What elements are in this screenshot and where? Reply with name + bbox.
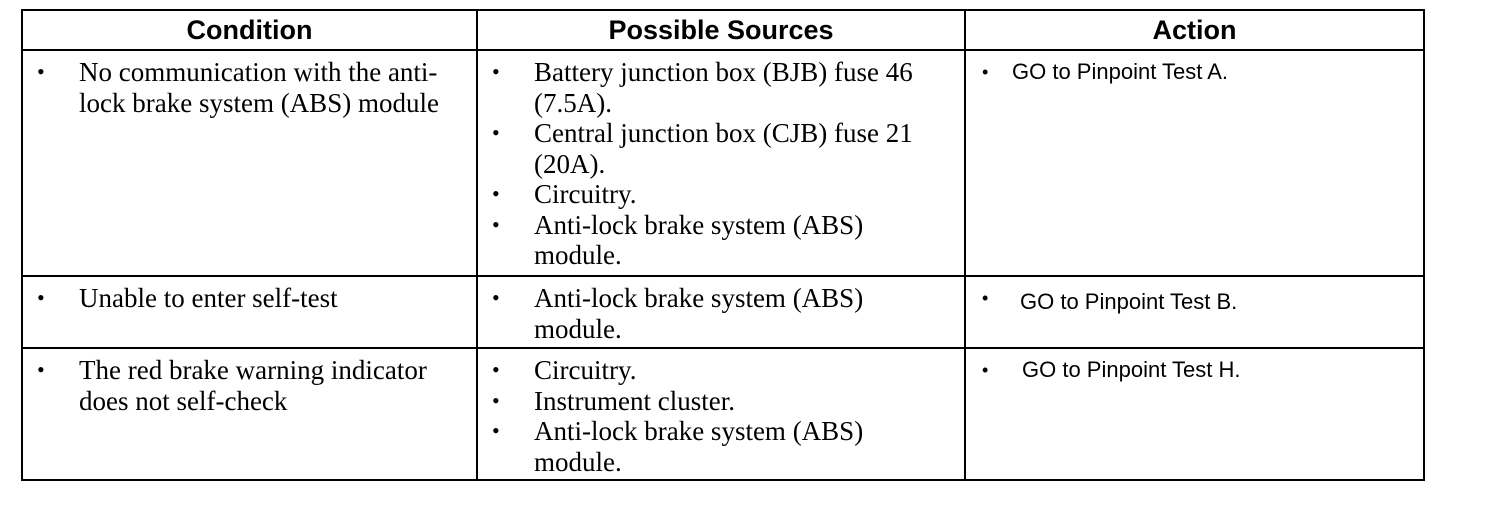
condition-item: • No communication with the anti-lock bra… xyxy=(23,57,476,118)
source-item: • Circuitry. xyxy=(478,179,924,210)
source-item: • Battery junction box (BJB) fuse 46 (7.5… xyxy=(478,57,924,118)
action-cell: • GO to Pinpoint Test H. xyxy=(964,347,1425,481)
sources-cell: • Battery junction box (BJB) fuse 46 (7.5… xyxy=(476,49,966,277)
bullet-icon: • xyxy=(492,181,500,206)
source-item: • Instrument cluster. xyxy=(478,386,924,417)
source-text: Central junction box (CJB) fuse 21 (20A)… xyxy=(534,118,913,179)
action-item: • GO to Pinpoint Test B. xyxy=(966,277,1423,317)
bullet-icon: • xyxy=(982,360,989,380)
condition-text: Unable to enter self-test xyxy=(79,283,338,313)
symptom-chart-table: Condition Possible Sources Action • No co… xyxy=(21,9,1425,481)
bullet-icon: • xyxy=(492,211,500,237)
source-item: • Circuitry. xyxy=(478,355,924,386)
condition-item: • Unable to enter self-test xyxy=(23,283,476,314)
condition-text: The red brake warning indicator does not… xyxy=(79,355,427,416)
source-text: Circuitry. xyxy=(534,355,637,385)
bullet-icon: • xyxy=(492,357,500,382)
bullet-icon: • xyxy=(492,120,500,145)
source-text: Battery junction box (BJB) fuse 46 (7.5A… xyxy=(534,57,913,118)
condition-cell: • No communication with the anti-lock bra… xyxy=(21,49,478,277)
bullet-icon: • xyxy=(37,59,45,84)
header-action: Action xyxy=(964,9,1425,51)
bullet-icon: • xyxy=(982,288,989,308)
source-item: • Anti-lock brake system (ABS) module. xyxy=(478,416,924,477)
source-text: Anti-lock brake system (ABS) module. xyxy=(534,416,864,477)
table-row: • No communication with the anti-lock bra… xyxy=(21,49,1425,277)
source-text: Anti-lock brake system (ABS) module. xyxy=(534,283,864,344)
condition-item: • The red brake warning indicator does no… xyxy=(23,355,466,416)
sources-cell: • Circuitry. • Instrument cluster. • Anti-l… xyxy=(476,347,966,481)
table-row: • The red brake warning indicator does no… xyxy=(21,347,1425,481)
bullet-icon: • xyxy=(492,59,500,84)
bullet-icon: • xyxy=(37,357,45,382)
bullet-icon: • xyxy=(982,62,989,82)
action-text: GO to Pinpoint Test A. xyxy=(1012,59,1229,84)
bullet-icon: • xyxy=(492,285,500,310)
condition-cell: • Unable to enter self-test xyxy=(21,275,478,349)
action-cell: • GO to Pinpoint Test A. xyxy=(964,49,1425,277)
action-cell: • GO to Pinpoint Test B. xyxy=(964,275,1425,349)
source-text: Anti-lock brake system (ABS) module. xyxy=(534,209,864,271)
source-item: • Anti-lock brake system (ABS) module. xyxy=(478,210,924,271)
bullet-icon: • xyxy=(492,387,500,413)
header-condition: Condition xyxy=(21,9,478,51)
source-item: • Anti-lock brake system (ABS) module. xyxy=(478,283,924,344)
header-possible-sources: Possible Sources xyxy=(476,9,966,51)
bullet-icon: • xyxy=(492,418,500,443)
action-item: • GO to Pinpoint Test A. xyxy=(966,51,1423,87)
source-item: • Central junction box (CJB) fuse 21 (20A… xyxy=(478,118,924,179)
bullet-icon: • xyxy=(37,285,45,310)
action-text: GO to Pinpoint Test B. xyxy=(1020,289,1238,314)
sources-cell: • Anti-lock brake system (ABS) module. xyxy=(476,275,966,349)
header-row: Condition Possible Sources Action xyxy=(21,9,1425,51)
source-text: Instrument cluster. xyxy=(534,385,735,416)
table-row: • Unable to enter self-test • Anti-lock br… xyxy=(21,275,1425,349)
source-text: Circuitry. xyxy=(534,179,637,209)
action-item: • GO to Pinpoint Test H. xyxy=(966,349,1423,385)
condition-text: No communication with the anti-lock brak… xyxy=(79,57,439,118)
action-text: GO to Pinpoint Test H. xyxy=(1022,357,1241,382)
condition-cell: • The red brake warning indicator does no… xyxy=(21,347,478,481)
